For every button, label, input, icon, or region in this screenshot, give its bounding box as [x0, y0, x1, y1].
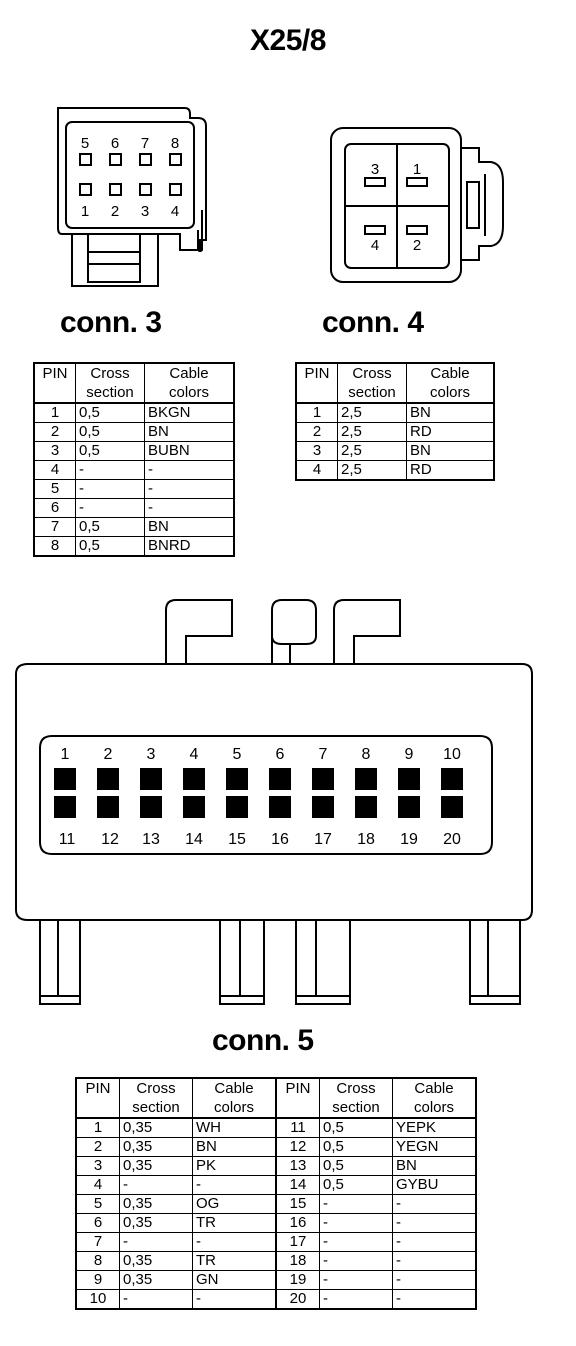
conn5-pin-num: 7 — [319, 746, 328, 763]
table-row: 4-- — [33, 460, 235, 480]
conn5-pin-num: 20 — [443, 831, 461, 848]
pin-header: PIN — [75, 1077, 120, 1119]
conn5-drawing: 1 2 3 4 5 6 7 8 9 10 11 12 13 14 15 16 1… — [15, 599, 533, 1005]
table-row: 7--17-- — [75, 1232, 477, 1252]
conn5-pin-num: 16 — [271, 831, 289, 848]
conn5-pin-num: 3 — [147, 746, 156, 763]
conn5-pin-num: 17 — [314, 831, 332, 848]
conn3-label: conn. 3 — [60, 306, 162, 339]
conn5-pin-num: 10 — [443, 746, 461, 763]
table-row: 5-- — [33, 479, 235, 499]
pin-header: PIN — [275, 1077, 320, 1119]
page-title: X25/8 — [250, 24, 326, 57]
conn5-pin-num: 4 — [190, 746, 199, 763]
conn3-drawing: 5 6 7 8 1 2 3 4 — [57, 107, 207, 287]
conn4-pin-slots — [364, 177, 428, 235]
conn4-pin-num: 1 — [413, 161, 421, 178]
conn4-label: conn. 4 — [322, 306, 424, 339]
conn4-pin-num: 2 — [413, 237, 421, 254]
conn5-pin-num: 5 — [233, 746, 242, 763]
conn3-pin-num: 2 — [111, 203, 119, 220]
conn5-pin-num: 8 — [362, 746, 371, 763]
conn5-pin-num: 13 — [142, 831, 160, 848]
table-row: 10--20-- — [75, 1289, 477, 1310]
table-row: 6-- — [33, 498, 235, 518]
conn5-pin-num: 14 — [185, 831, 203, 848]
conn5-pin-num: 15 — [228, 831, 246, 848]
conn4-pin-num: 3 — [371, 161, 379, 178]
conn5-pin-num: 11 — [59, 831, 76, 848]
conn5-pin-blocks — [54, 768, 463, 818]
conn5-label: conn. 5 — [212, 1024, 314, 1057]
conn5-pin-num: 12 — [101, 831, 119, 848]
conn3-pin-slots — [79, 153, 182, 196]
conn3-pin-num: 5 — [81, 135, 89, 152]
conn5-pin-num: 6 — [276, 746, 285, 763]
conn3-pin-num: 4 — [171, 203, 179, 220]
conn5-pin-num: 1 — [61, 746, 70, 763]
conn5-pin-num: 9 — [405, 746, 414, 763]
conn4-pin-num: 4 — [371, 237, 379, 254]
conn5-pin-num: 18 — [357, 831, 375, 848]
pin-header: PIN — [295, 362, 338, 404]
conn5-pin-num: 19 — [400, 831, 418, 848]
conn3-pin-num: 7 — [141, 135, 149, 152]
pin-header: PIN — [33, 362, 76, 404]
conn4-drawing: 3 1 4 2 — [330, 127, 504, 283]
conn3-pin-num: 6 — [111, 135, 119, 152]
conn3-pin-num: 8 — [171, 135, 179, 152]
conn3-pin-num: 3 — [141, 203, 149, 220]
conn3-pin-num: 1 — [81, 203, 89, 220]
conn5-pin-num: 2 — [104, 746, 113, 763]
